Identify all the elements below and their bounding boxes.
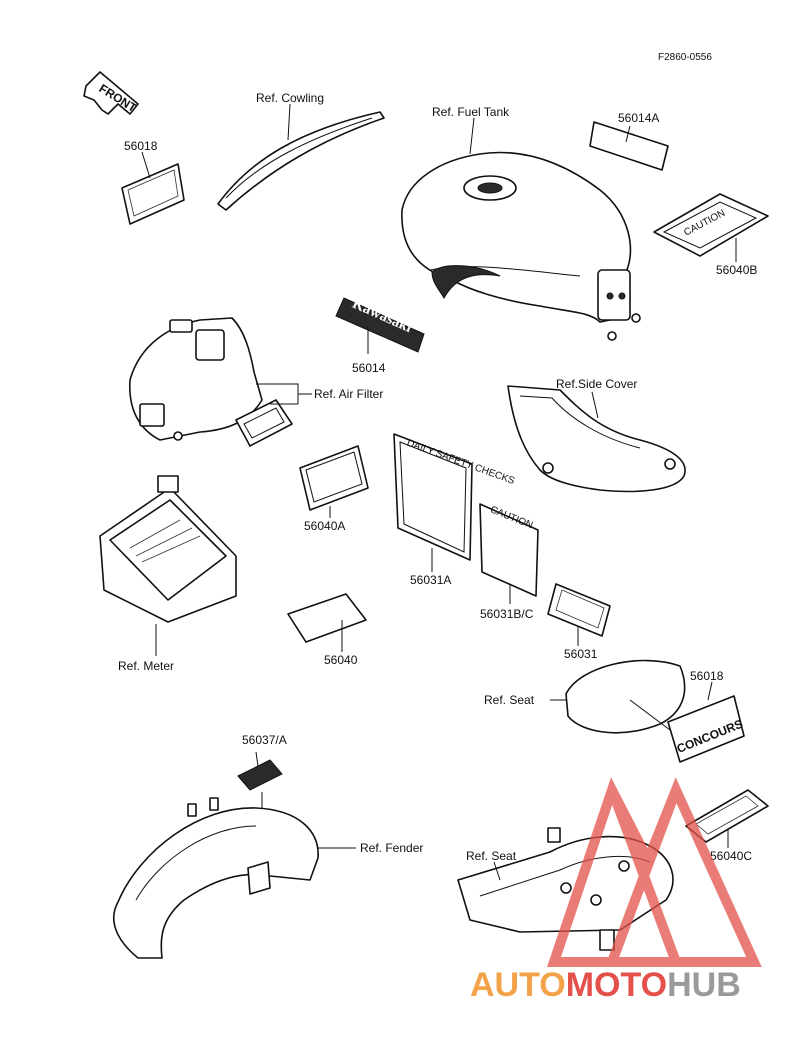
- decal-56037A: [237, 751, 283, 822]
- part-number-56014: 56014: [352, 361, 386, 375]
- decal-56040B: [653, 193, 769, 262]
- cowling-strip: [217, 103, 385, 211]
- fender: [113, 797, 356, 959]
- decal-56040A: [299, 445, 369, 518]
- ref-side-cover-label: Ref.Side Cover: [556, 377, 637, 391]
- ref-seat-bottom-label: Ref. Seat: [466, 849, 517, 863]
- watermark-logo: [547, 777, 762, 967]
- meter-housing: [99, 475, 237, 656]
- decal-56031: [547, 583, 611, 646]
- decal-56014A: [589, 121, 669, 171]
- fuel-tank: [401, 117, 641, 341]
- watermark-part-1: AUTO: [470, 966, 566, 1004]
- part-number-56031: 56031: [564, 647, 598, 661]
- seat-top: [550, 659, 686, 734]
- part-number-56040C: 56040C: [710, 849, 752, 863]
- front-arrow-icon: FRONT: [83, 71, 140, 115]
- decal-56031BC: [479, 503, 539, 604]
- watermark-text: AUTOMOTOHUB: [470, 966, 741, 1004]
- watermark-part-3: HUB: [667, 966, 741, 1004]
- ref-air-filter-label: Ref. Air Filter: [314, 387, 383, 401]
- part-number-56031BC: 56031B/C: [480, 607, 534, 621]
- decal-56018-top: [121, 151, 185, 225]
- diagram-id: F2860-0556: [658, 52, 712, 63]
- part-number-56037A: 56037/A: [242, 733, 287, 747]
- ref-fuel-tank-label: Ref. Fuel Tank: [432, 105, 510, 119]
- part-number-56014A: 56014A: [618, 111, 659, 125]
- ref-meter-label: Ref. Meter: [118, 659, 174, 673]
- part-number-56018-bottom: 56018: [690, 669, 724, 683]
- decal-56018-concours: [629, 681, 745, 763]
- decal-56031A: [393, 433, 473, 572]
- ref-cowling-label: Ref. Cowling: [256, 91, 324, 105]
- part-number-56031A: 56031A: [410, 573, 451, 587]
- part-number-56040A: 56040A: [304, 519, 345, 533]
- ref-seat-top-label: Ref. Seat: [484, 693, 535, 707]
- part-number-56040: 56040: [324, 653, 358, 667]
- side-cover: [507, 385, 686, 493]
- part-number-56040B: 56040B: [716, 263, 757, 277]
- decal-56014-kawasaki: [335, 297, 425, 354]
- watermark-part-2: MOTO: [566, 966, 667, 1004]
- air-filter-housing: [129, 317, 312, 447]
- part-number-56018-top: 56018: [124, 139, 158, 153]
- ref-fender-label: Ref. Fender: [360, 841, 423, 855]
- decal-56040: [287, 593, 367, 652]
